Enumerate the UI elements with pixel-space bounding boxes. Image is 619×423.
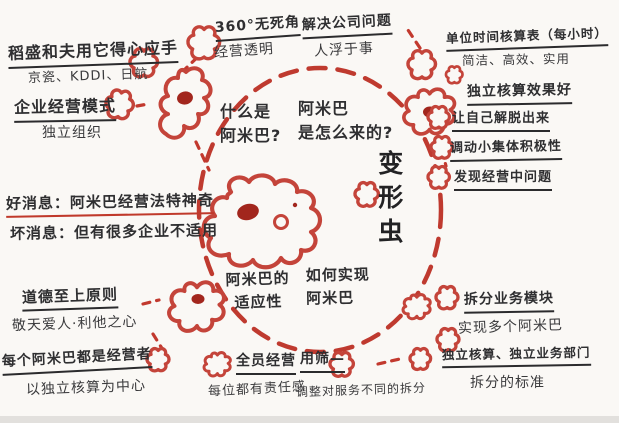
label-business-model-title: 企业经营模式: [13, 95, 117, 123]
label-split-modules-sub: 实现多个阿米巴: [457, 317, 564, 337]
dashed-cell-circle-icon: [196, 65, 444, 355]
label-independent-accounting: 独立核算效果好: [466, 81, 573, 106]
label-business-model-sub: 独立组织: [42, 125, 102, 141]
scan-edge-band: [0, 416, 619, 423]
label-sieve-title: 用筛—: [300, 350, 345, 373]
central-amoeba-icon: [201, 173, 323, 270]
label-creature-title: 变形虫: [374, 150, 404, 252]
bullet-blobs-right-icon: [426, 104, 455, 190]
label-split-standard-title: 独立核算、独立业务部门: [441, 344, 591, 369]
label-amoeba-origin: 阿米巴 是怎么来的?: [298, 99, 394, 142]
amoeba-cluster-top-left-icon: [102, 25, 222, 140]
label-unit-table-sub: 简洁、高效、实用: [461, 51, 571, 68]
label-good-news: 好消息：阿米巴经营法特神奇: [5, 190, 215, 219]
label-moral-principle: 道德至上原则: [21, 284, 119, 312]
label-bad-news: 坏消息：但有很多企业不适用: [9, 221, 219, 243]
label-adaptability: 阿米巴的 适应性: [225, 268, 290, 312]
label-solve-title: 解决公司问题: [301, 11, 393, 40]
label-free-yourself: 让自己解脱出来: [452, 110, 551, 132]
label-split-standard-sub: 拆分的标准: [470, 375, 545, 391]
label-split-modules-title: 拆分业务模块: [463, 289, 555, 314]
label-solve-sub: 人浮于事: [313, 40, 375, 60]
label-mobilize-groups: 调动小集体积极性: [449, 138, 563, 162]
amoeba-cluster-bottom-left-icon: [145, 280, 232, 378]
amoeba-cluster-bottom-right-icon: [401, 284, 461, 353]
label-what-is-amoeba: 什么是 阿米巴?: [220, 102, 282, 145]
label-how-to-realize: 如何实现 阿米巴: [305, 265, 370, 308]
label-discover-problems: 发现经营中问题: [454, 169, 553, 191]
label-all-staff-title: 全员经营: [236, 352, 296, 375]
